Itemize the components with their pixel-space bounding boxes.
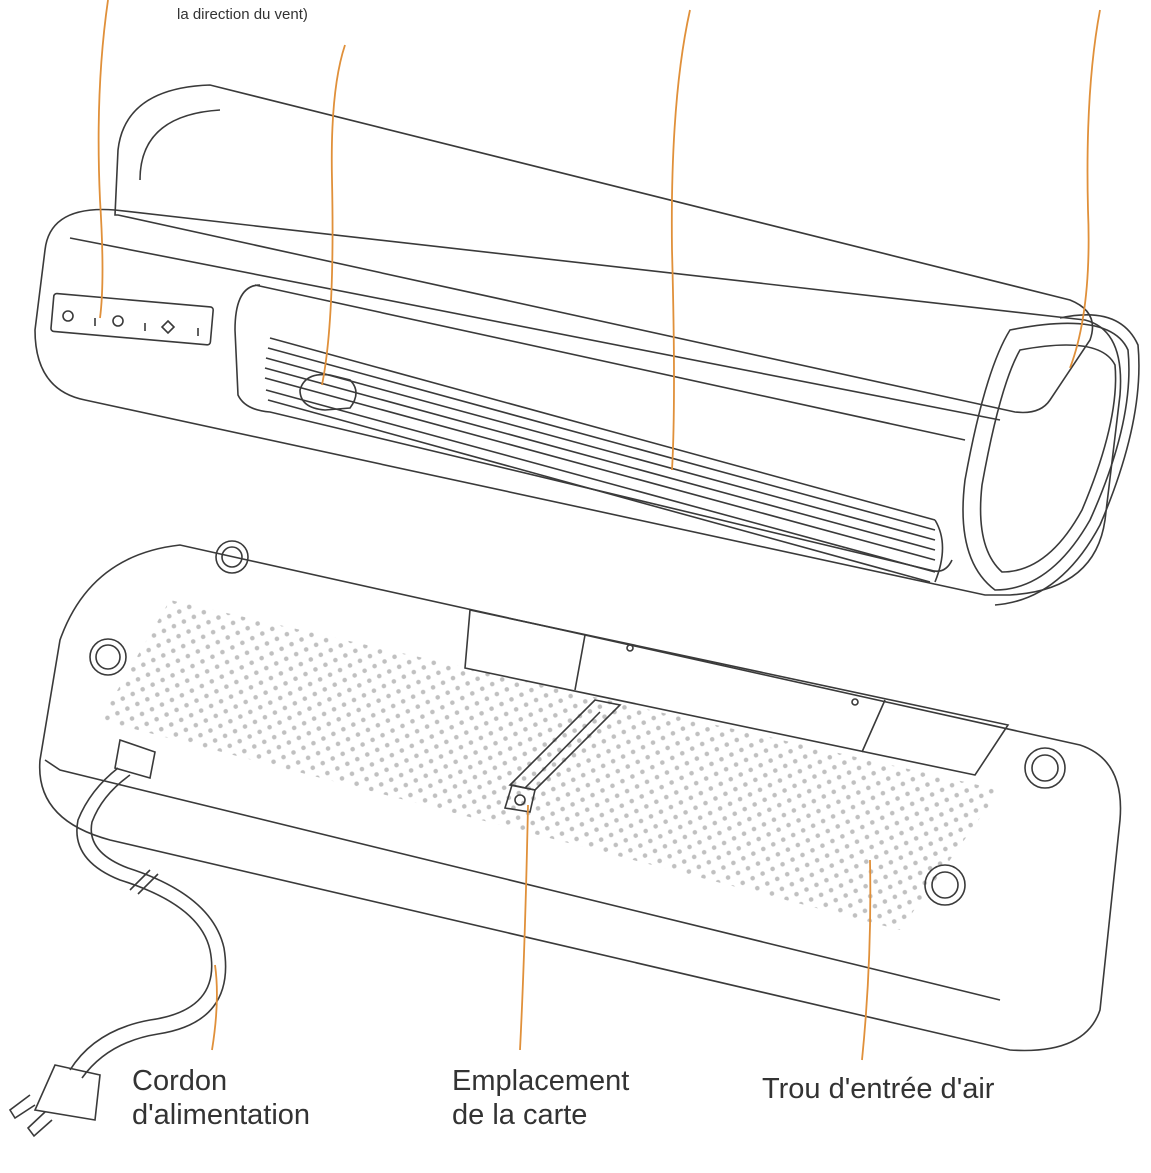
timer-icon <box>112 315 124 327</box>
air-outlet-louvers <box>264 337 944 583</box>
leader-lines <box>97 0 1101 1061</box>
heater-underside-view <box>8 540 1122 1138</box>
rubber-foot <box>1024 747 1066 789</box>
power-icon <box>62 310 74 322</box>
leader-card-slot <box>519 804 529 1051</box>
label-plate <box>464 609 1010 776</box>
rubber-foot <box>215 540 249 574</box>
leader-end-cap <box>1069 9 1101 369</box>
label-power-cord-line1: Cordon <box>132 1065 228 1097</box>
fan-mode-icon <box>160 319 176 335</box>
wind-direction-slider <box>299 373 357 411</box>
leader-wind-slider <box>321 44 346 386</box>
top-label-fragment: la direction du vent) <box>177 6 308 23</box>
rubber-foot <box>89 638 127 676</box>
leader-cord <box>211 964 218 1051</box>
label-card-slot-line1: Emplacement <box>452 1065 630 1097</box>
label-power-cord-line2: d'alimentation <box>132 1099 311 1132</box>
leader-control-panel <box>97 0 109 319</box>
control-panel <box>50 292 214 346</box>
label-card-slot: Emplacement de la carte <box>452 1064 629 1132</box>
card-slot <box>503 699 622 813</box>
leader-air-inlet <box>861 859 872 1061</box>
label-power-cord: Cordon d'alimentation <box>132 1064 310 1132</box>
rubber-foot <box>924 864 966 906</box>
label-card-slot-line2: de la carte <box>452 1099 588 1132</box>
leader-outlet <box>670 9 691 471</box>
power-cord <box>8 738 227 1138</box>
heater-front-view <box>34 84 1140 606</box>
air-intake-perforations <box>100 600 1000 930</box>
right-end-cap <box>962 314 1140 606</box>
label-air-inlet: Trou d'entrée d'air <box>762 1073 995 1105</box>
